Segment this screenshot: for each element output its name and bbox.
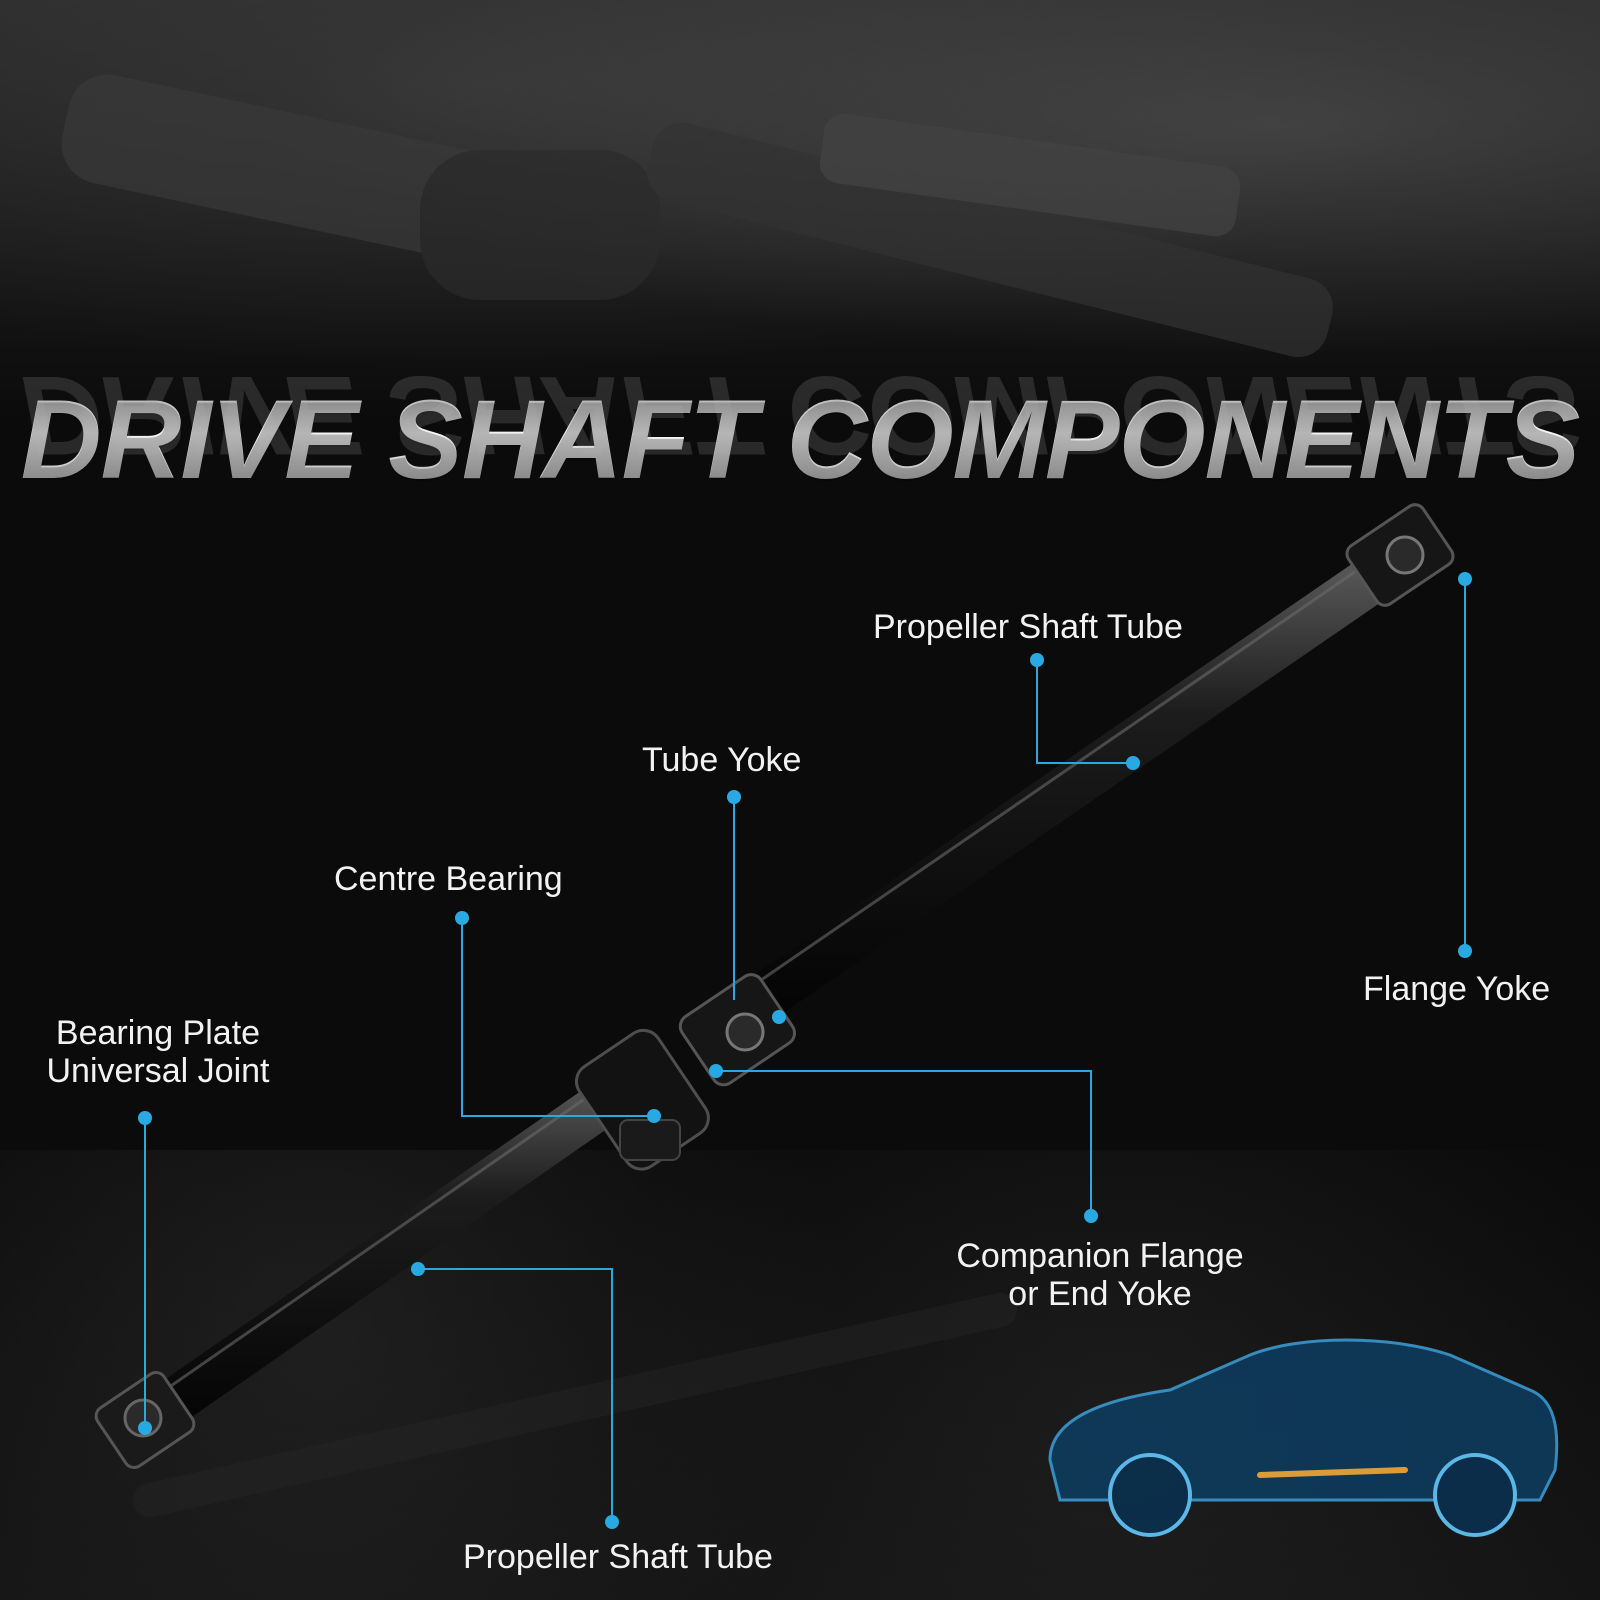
label-companion-flange: Companion Flange or End Yoke bbox=[935, 1237, 1265, 1313]
bearing-plate-line2: Universal Joint bbox=[46, 1052, 270, 1090]
bearing-plate-line1: Bearing Plate bbox=[55, 1014, 261, 1052]
upper-shaft-tube bbox=[736, 536, 1424, 1024]
label-flange-yoke: Flange Yoke bbox=[1363, 970, 1551, 1008]
callout-dots bbox=[138, 572, 1472, 1529]
undercarriage-parts bbox=[61, 74, 1333, 358]
tube-yoke bbox=[678, 973, 797, 1087]
label-propeller-shaft-tube-bottom: Propeller Shaft Tube bbox=[463, 1538, 773, 1576]
headline: DRIVE SHAFT COMPONENTS bbox=[0, 375, 1600, 504]
label-propeller-shaft-tube-top: Propeller Shaft Tube bbox=[873, 608, 1183, 646]
shaft-reflection bbox=[133, 1293, 1017, 1517]
headline-reflection: DRIVE SHAFT COMPONENTS bbox=[20, 353, 1580, 478]
callout-lines bbox=[144, 579, 1466, 1522]
label-tube-yoke: Tube Yoke bbox=[642, 741, 802, 779]
flange-yoke bbox=[1345, 503, 1455, 607]
lower-shaft-tube bbox=[127, 1055, 663, 1441]
companion-flange-line1: Companion Flange bbox=[956, 1237, 1244, 1275]
companion-flange-line2: or End Yoke bbox=[1008, 1275, 1192, 1313]
label-bearing-plate-universal-joint: Bearing Plate Universal Joint bbox=[28, 1014, 288, 1090]
car-xray-icon bbox=[1048, 1338, 1559, 1537]
label-centre-bearing: Centre Bearing bbox=[334, 860, 563, 898]
